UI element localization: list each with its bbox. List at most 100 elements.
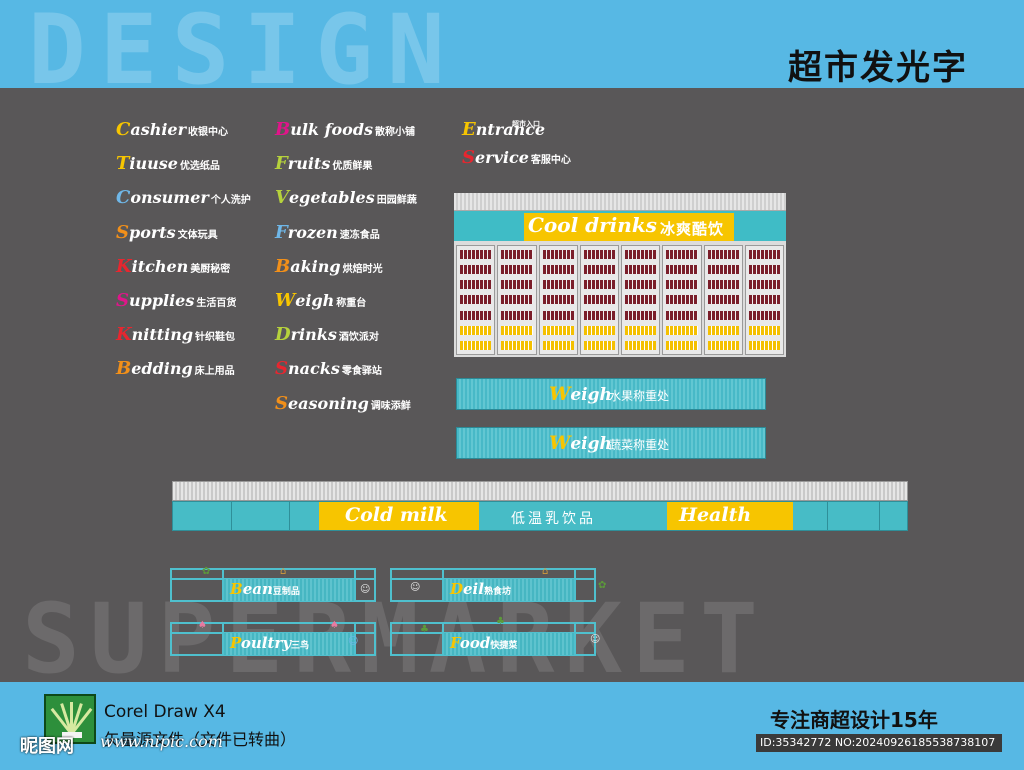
cooler-door: [497, 245, 537, 355]
cooler-shelf: [625, 265, 657, 275]
sign-word: ntrance: [475, 120, 546, 139]
image-id-badge: ID:35342772 NO:20240926185538738107: [756, 734, 1002, 752]
cooler-shelf: [501, 325, 533, 335]
cooler-shelf: [666, 340, 698, 350]
sign-cn: 烘焙时光: [342, 263, 383, 275]
sign-word: ervice: [475, 148, 529, 167]
counter-label: Deil熟食坊: [450, 580, 511, 598]
design-watermark: DESIGN: [28, 0, 459, 88]
cooler-label-plate: [524, 213, 734, 241]
figure-icon: ☺: [410, 582, 421, 593]
cooler-shelf: [707, 280, 739, 290]
cooler-shelf: [542, 295, 574, 305]
cooler-shelf: [542, 280, 574, 290]
sign-word: rozen: [287, 222, 338, 242]
cooler-shelf: [707, 250, 739, 259]
software-name: Corel Draw X4: [104, 702, 226, 722]
sign-initial: E: [462, 119, 476, 140]
sign-cn: 速冻食品: [339, 229, 380, 241]
cooler-door: [703, 245, 743, 355]
footer-band: Corel Draw X4 矢量源文件（文件已转曲） 昵图网 www.nipic…: [0, 682, 1024, 770]
cooler-label-cn: 冰爽酷饮: [660, 220, 725, 238]
weigh-bar-cn: 蔬菜称重处: [609, 438, 670, 452]
cooler-shelf: [625, 325, 657, 335]
cooler-shelf: [542, 265, 574, 275]
counter-poultry: Poultry三鸟 ♠ ♠ ☺: [170, 620, 376, 656]
sign-word: itchen: [131, 256, 189, 276]
sign-initial: S: [116, 221, 129, 243]
sign-word: nacks: [288, 359, 340, 379]
sign-initial: W: [275, 290, 296, 311]
cooler-shelf: [583, 265, 615, 275]
cold-milk-label: Cold milk: [345, 504, 448, 526]
sign-cn: 调味添鲜: [370, 400, 411, 412]
cooler-shelf: [542, 340, 574, 350]
sign-cn: 零食驿站: [341, 366, 382, 378]
coreldraw-logo-icon: [44, 694, 96, 744]
weigh-bar-fruit: Weigh 水果称重处: [456, 378, 766, 410]
sign-cn: 散称小铺: [375, 127, 416, 138]
milk-plate-right: [667, 502, 793, 530]
cooler-shelf: [501, 295, 533, 305]
weigh-bar-en: Weigh: [549, 432, 612, 454]
cooler-shelf: [625, 340, 657, 350]
cooler-shelf: [707, 340, 739, 350]
sign-word: onsumer: [130, 188, 209, 208]
cooler-shelf: [583, 280, 615, 290]
sign-cn: 床上用品: [194, 366, 235, 378]
flamingo-icon: ♠: [330, 620, 339, 631]
site-url[interactable]: www.nipic.com: [100, 732, 223, 751]
sign-sup: 超市入口: [512, 120, 540, 128]
sign-initial: B: [116, 358, 132, 380]
cooler-label-en: Cool drinks: [528, 213, 657, 237]
cooler-door: [662, 245, 702, 355]
cooler-shelf: [748, 325, 780, 335]
sign-word: eigh: [295, 291, 335, 310]
cooler-shelf: [501, 310, 533, 320]
sign-cn: 生活百货: [196, 298, 237, 309]
sign-initial: T: [116, 153, 130, 175]
weigh-bar-vegetable: Weigh 蔬菜称重处: [456, 427, 766, 459]
cooler-shelf: [460, 340, 492, 350]
sign-initial: B: [275, 255, 291, 277]
sign-word: ports: [129, 222, 176, 242]
sign-cn: 针织鞋包: [195, 332, 236, 344]
site-name: 昵图网: [20, 736, 74, 757]
cooler-shelf: [460, 325, 492, 335]
cooler-shelf: [666, 295, 698, 305]
figure-icon: ☺: [348, 636, 359, 647]
cooler-shelf: [460, 310, 492, 320]
sign-word: egetables: [288, 188, 375, 208]
cooler-shelf: [666, 310, 698, 320]
sign-initial: C: [116, 187, 131, 209]
cooler-shelf: [460, 265, 492, 275]
cooler-shelf: [748, 250, 780, 259]
sign-word: iuuse: [129, 154, 178, 174]
sign-initial: K: [116, 255, 132, 277]
cooler-shelf: [748, 295, 780, 305]
sign-word: easoning: [288, 393, 369, 413]
figure-icon: ☺: [360, 584, 371, 595]
cold-milk-counter: Cold milk 低温乳饮品 Health: [172, 481, 908, 533]
sign-word: ulk foods: [290, 120, 374, 139]
sign-initial: S: [462, 147, 475, 168]
cooler-shelf: [583, 340, 615, 350]
sign-initial: K: [116, 324, 132, 346]
counter-label: Bean豆制品: [230, 580, 300, 598]
page-title: 超市发光字: [788, 48, 968, 88]
house-icon: ⌂: [542, 566, 549, 577]
sign-word: ashier: [130, 120, 187, 139]
plant-icon: ✿: [202, 566, 211, 577]
cooler-shelf: [583, 325, 615, 335]
cooler-shelf: [666, 265, 698, 275]
